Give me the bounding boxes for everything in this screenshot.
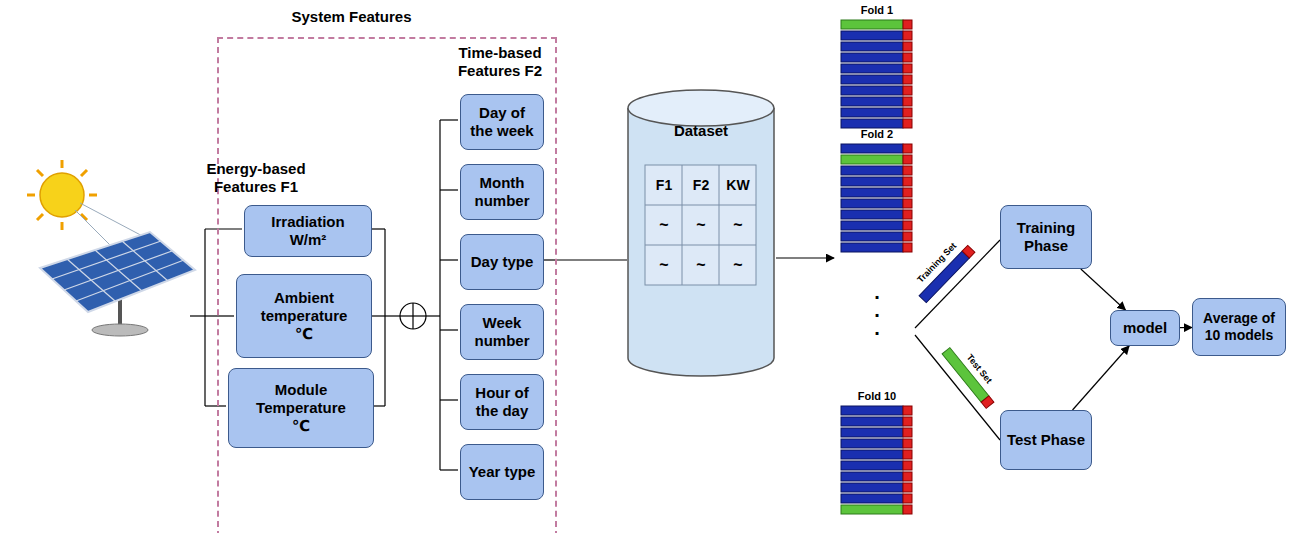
process-box: Year type xyxy=(460,444,544,500)
node-label: Ambient temperature ℃ xyxy=(254,289,354,343)
flow-lines xyxy=(776,240,1000,440)
table-cell: KW xyxy=(726,177,749,194)
node-label: Week number xyxy=(469,314,535,350)
connector xyxy=(1081,269,1126,310)
process-box: Day type xyxy=(460,234,544,290)
process-box: Month number xyxy=(460,164,544,220)
table-cell: ~ xyxy=(696,215,705,234)
test-set-bar xyxy=(942,348,994,409)
process-box: Test Phase xyxy=(1000,410,1092,470)
node-label: Day of the week xyxy=(469,104,535,140)
table-cell: ~ xyxy=(733,215,742,234)
node-label: Day type xyxy=(465,253,539,271)
node-label: Test Phase xyxy=(1006,431,1086,449)
sun-icon xyxy=(27,160,150,245)
fold-stack: Fold 1 xyxy=(840,4,914,130)
group-heading: Energy-based Features F1 xyxy=(202,160,310,196)
process-box: Training Phase xyxy=(1000,205,1092,269)
feature-connectors xyxy=(190,120,557,470)
fold-bars xyxy=(840,143,914,255)
process-box: Irradiation W/m² xyxy=(244,205,372,257)
table-cell: F1 xyxy=(656,177,672,194)
node-label: Average of 10 models xyxy=(1197,310,1281,344)
fold-stack: Fold 2 xyxy=(840,128,914,254)
node-label: Irradiation W/m² xyxy=(253,213,363,249)
fold-label: Fold 2 xyxy=(840,128,914,141)
connector xyxy=(557,259,627,260)
ellipsis-dot: . xyxy=(874,316,880,340)
fold-label: Fold 1 xyxy=(840,4,914,17)
fold-label: Fold 10 xyxy=(840,390,914,403)
table-cell: ~ xyxy=(659,255,668,274)
process-box: Week number xyxy=(460,304,544,360)
process-box: Ambient temperature ℃ xyxy=(236,274,372,358)
table-cell: F2 xyxy=(693,177,709,194)
fold-bars xyxy=(840,405,914,517)
feature-group: Irradiation W/m² Ambient temperature ℃ Mod… xyxy=(217,37,557,533)
node-label: Training Phase xyxy=(1006,219,1086,255)
table-cell: ~ xyxy=(733,255,742,274)
connector xyxy=(1073,346,1130,410)
table-cell: ~ xyxy=(696,255,705,274)
node-label: Module Temperature ℃ xyxy=(249,381,353,435)
process-box: Average of 10 models xyxy=(1192,298,1286,356)
solar-panel-icon xyxy=(40,232,195,336)
process-box: Day of the week xyxy=(460,94,544,150)
table-cell: ~ xyxy=(659,215,668,234)
process-box: Hour of the day xyxy=(460,374,544,430)
connector xyxy=(1180,327,1192,328)
node-label: Hour of the day xyxy=(469,384,535,420)
group-heading: Time-based Features F2 xyxy=(450,44,550,80)
process-box: model xyxy=(1110,310,1180,346)
fold-stack: Fold 10 xyxy=(840,390,914,516)
node-label: Year type xyxy=(463,463,541,481)
group-title: System Features xyxy=(219,8,484,26)
process-box: Module Temperature ℃ xyxy=(228,368,374,448)
node-label: Dataset xyxy=(627,122,775,140)
node-label: model xyxy=(1114,319,1176,337)
fold-bars xyxy=(840,19,914,131)
node-label: Month number xyxy=(469,174,535,210)
